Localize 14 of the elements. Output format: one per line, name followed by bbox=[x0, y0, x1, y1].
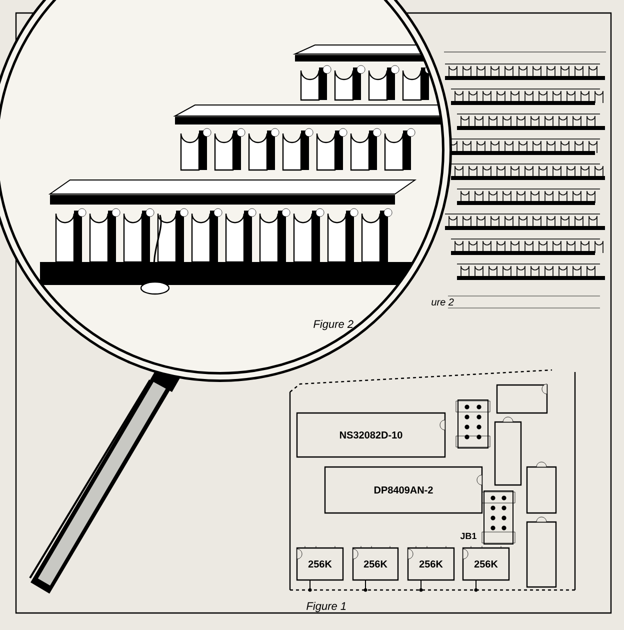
chip: 256K bbox=[407, 546, 455, 592]
chip: 256K bbox=[352, 546, 399, 592]
chip bbox=[494, 416, 522, 486]
chip: 256K bbox=[462, 546, 510, 592]
chip: NS32082D-10 bbox=[296, 412, 446, 458]
figure-caption: Figure 1 bbox=[306, 602, 346, 612]
figure-caption: Figure 2 bbox=[314, 320, 354, 330]
chip: 256K bbox=[296, 546, 344, 592]
chip bbox=[496, 384, 548, 414]
figure-caption: ure 2 bbox=[432, 298, 454, 306]
chip bbox=[526, 462, 557, 514]
jumper-label: JB1 bbox=[460, 532, 476, 540]
chip bbox=[526, 516, 557, 588]
chip: DP8409AN-2 bbox=[324, 466, 483, 514]
